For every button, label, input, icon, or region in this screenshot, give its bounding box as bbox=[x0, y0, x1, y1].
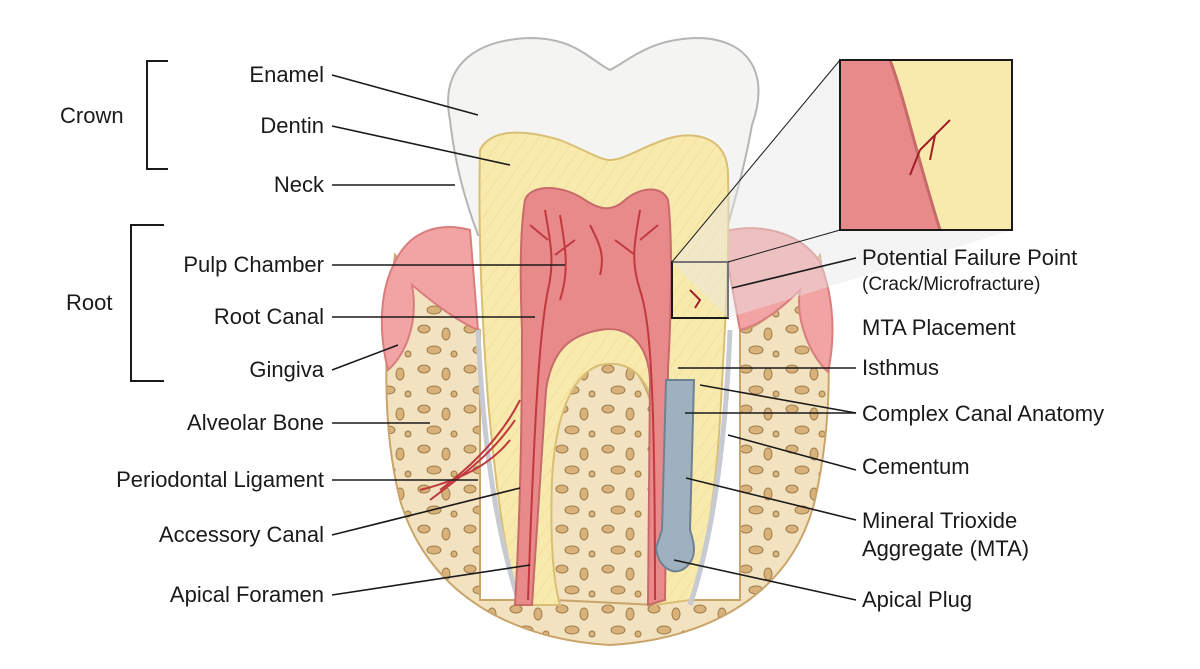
label-mta-line1: Mineral Trioxide bbox=[862, 508, 1018, 533]
label-mta-placement: MTA Placement bbox=[862, 315, 1016, 340]
label-accessory-canal: Accessory Canal bbox=[158, 522, 324, 547]
label-neck: Neck bbox=[273, 172, 324, 197]
crown-bracket bbox=[146, 60, 168, 170]
label-dentin: Dentin bbox=[260, 113, 324, 138]
label-apical-plug: Apical Plug bbox=[862, 587, 973, 612]
label-complex-canal-anatomy: Complex Canal Anatomy bbox=[862, 401, 1105, 426]
label-failure-point: Potential Failure Point bbox=[862, 245, 1078, 270]
gingiva-left bbox=[380, 226, 480, 372]
pulp-shape bbox=[513, 187, 672, 607]
label-apical-foramen: Apical Foramen bbox=[169, 582, 324, 607]
pulp-vessels bbox=[527, 209, 659, 601]
label-periodontal-ligament: Periodontal Ligament bbox=[116, 467, 324, 492]
label-cementum: Cementum bbox=[862, 454, 970, 479]
label-isthmus: Isthmus bbox=[862, 355, 940, 380]
root-bracket bbox=[130, 224, 164, 382]
failure-point-box bbox=[671, 261, 729, 319]
gingiva-right bbox=[720, 227, 834, 374]
crack-mark bbox=[689, 289, 702, 309]
label-enamel: Enamel bbox=[249, 62, 324, 87]
leader-lines bbox=[331, 74, 857, 601]
group-label-root: Root bbox=[66, 290, 113, 315]
mta-fill bbox=[654, 379, 696, 573]
label-alveolar-bone: Alveolar Bone bbox=[187, 410, 324, 435]
label-root-canal: Root Canal bbox=[213, 304, 324, 329]
label-failure-point-sub: (Crack/Microfracture) bbox=[862, 274, 1041, 295]
label-mta-line2: Aggregate (MTA) bbox=[862, 536, 1030, 561]
label-gingiva: Gingiva bbox=[249, 357, 324, 382]
periodontal-ligament-strip bbox=[475, 329, 523, 606]
zoom-inset bbox=[839, 59, 1013, 231]
group-label-crown: Crown bbox=[60, 103, 124, 128]
label-pulp-chamber: Pulp Chamber bbox=[183, 252, 324, 277]
